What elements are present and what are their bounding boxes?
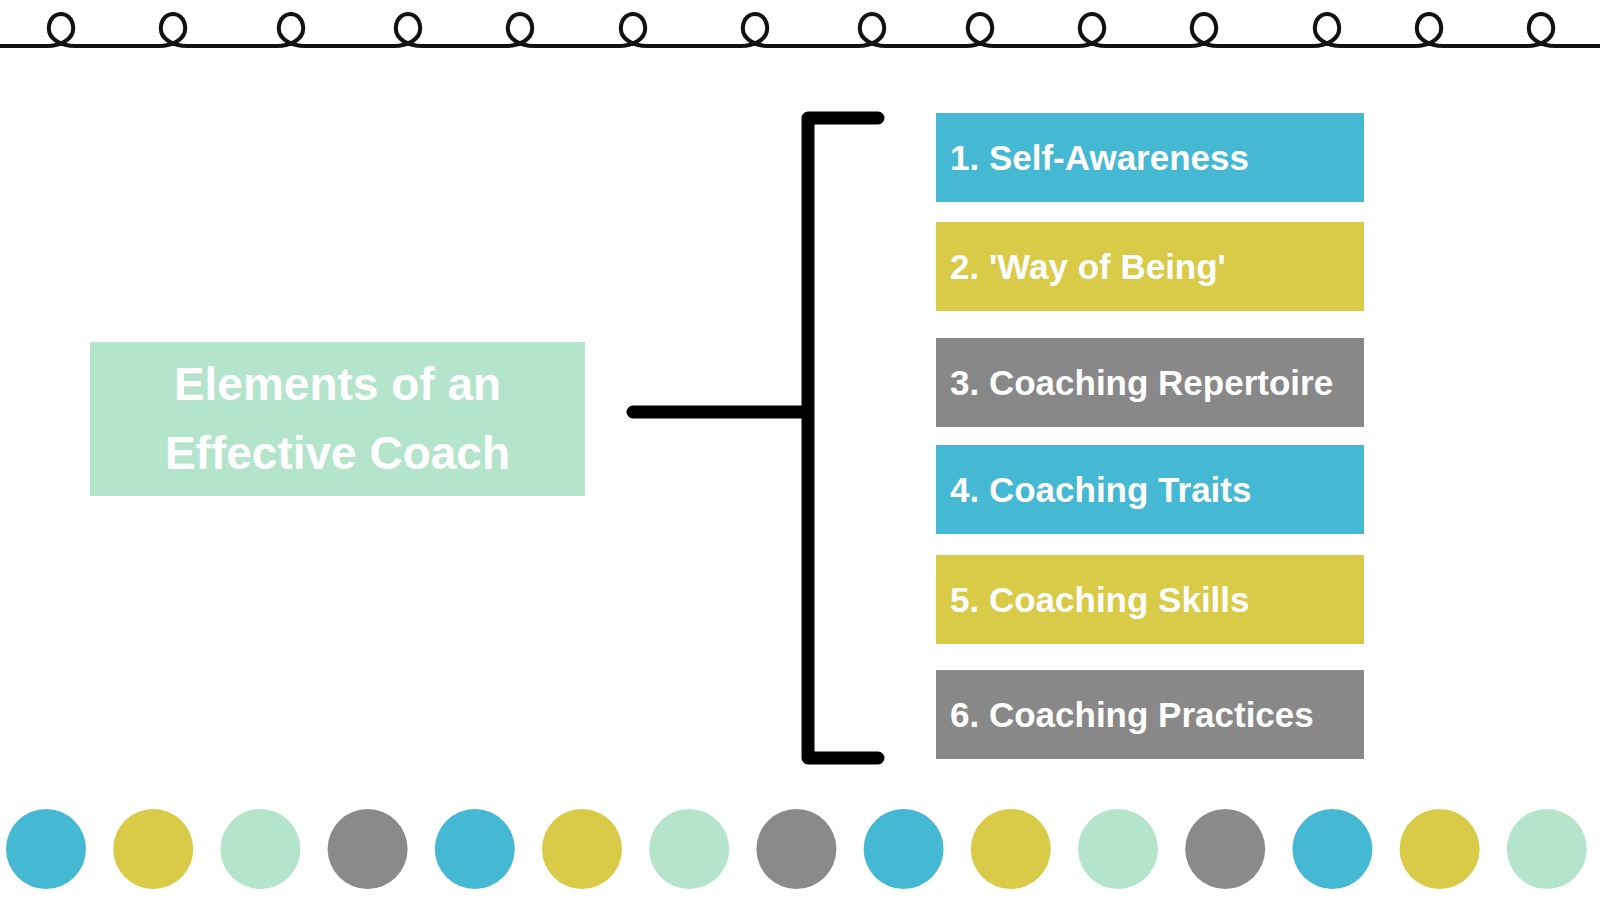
dot xyxy=(1078,809,1158,889)
dot xyxy=(328,809,408,889)
element-label: 1. Self-Awareness xyxy=(950,137,1249,179)
element-label: 6. Coaching Practices xyxy=(950,694,1314,736)
element-label: 3. Coaching Repertoire xyxy=(950,362,1333,404)
element-box: 3. Coaching Repertoire xyxy=(936,338,1364,427)
element-label: 5. Coaching Skills xyxy=(950,579,1250,621)
dot xyxy=(864,809,944,889)
topic-box: Elements of an Effective Coach xyxy=(90,342,585,496)
element-label: 4. Coaching Traits xyxy=(950,469,1251,511)
element-label: 2. 'Way of Being' xyxy=(950,246,1226,288)
topic-title: Elements of an Effective Coach xyxy=(110,350,565,488)
dot xyxy=(113,809,193,889)
dot xyxy=(1292,809,1372,889)
element-box: 1. Self-Awareness xyxy=(936,113,1364,202)
dot xyxy=(1507,809,1587,889)
dot xyxy=(435,809,515,889)
dot xyxy=(1185,809,1265,889)
bracket xyxy=(633,118,878,758)
dot xyxy=(6,809,86,889)
dot xyxy=(971,809,1051,889)
dot-row xyxy=(6,809,1587,889)
loop-border xyxy=(0,14,1600,46)
element-box: 5. Coaching Skills xyxy=(936,555,1364,644)
dot xyxy=(756,809,836,889)
dot xyxy=(1400,809,1480,889)
element-box: 2. 'Way of Being' xyxy=(936,222,1364,311)
element-box: 6. Coaching Practices xyxy=(936,670,1364,759)
dot xyxy=(542,809,622,889)
element-box: 4. Coaching Traits xyxy=(936,445,1364,534)
dot xyxy=(649,809,729,889)
dot xyxy=(220,809,300,889)
